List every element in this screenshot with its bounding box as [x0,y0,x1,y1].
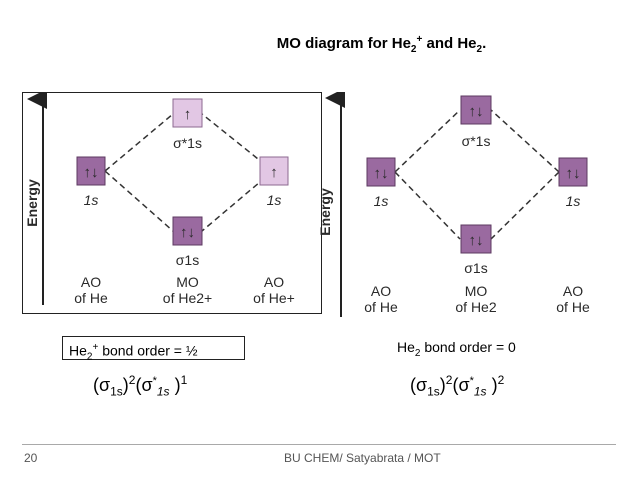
mo-bonding-box [460,224,492,254]
bond-order-he2-plus: He2+ bond order = ½ [62,336,245,362]
col-left-line1: AO [81,274,101,290]
col-mid-line1: MO [465,283,488,299]
col-left-line2: of He [364,299,398,315]
ao-right-electrons: ↑↓ [566,165,581,182]
ao-left-label: 1s [374,193,389,209]
col-mid-line2: of He2+ [163,290,212,306]
ao-right-box [259,156,289,186]
ao-right-electrons: ↑ [270,164,278,181]
col-left-line2: of He [74,290,108,306]
mo-bonding-label: σ1s [464,260,487,276]
mo-antibonding-box [172,98,203,128]
mo-diagram-he2: Energy ↑↓ 1s ↑↓ 1s ↑↓ σ*1s ↑↓ σ1s AO of … [315,88,615,322]
col-right-line1: AO [563,283,583,299]
ao-left-box [76,156,106,186]
mo-bonding-electrons: ↑↓ [469,232,484,249]
col-right-line1: AO [264,274,284,290]
col-right-line2: of He+ [253,290,295,306]
col-mid-line1: MO [176,274,199,290]
ao-left-label: 1s [84,192,99,208]
ao-right-label: 1s [566,193,581,209]
footer-text: BU CHEM/ Satyabrata / MOT [284,451,441,465]
energy-axis-label: Energy [317,188,333,236]
mo-diagram-he2-plus-svg: Energy ↑↓ 1s ↑ 1s ↑ σ*1s ↑↓ σ1s AO of He… [24,89,295,306]
mo-antibonding-electrons: ↑↓ [469,103,484,120]
bond-order-he2: He2 bond order = 0 [397,339,516,359]
col-mid-line2: of He2 [455,299,496,315]
correlation-lines [394,109,560,240]
mo-bonding-electrons: ↑↓ [180,224,195,241]
page-number: 20 [24,451,38,465]
ao-left-box [366,157,396,187]
mo-antibonding-label: σ*1s [462,133,491,149]
electron-config-he2: (σ1s)2(σ*1s )2 [410,373,505,399]
electron-config-he2-plus: (σ1s)2(σ*1s )1 [93,373,188,399]
slide-title: MO diagram for He2+ and He2. [276,34,487,55]
mo-bonding-box [172,216,203,246]
correlation-lines [104,113,274,232]
mo-bonding-label: σ1s [176,252,199,268]
energy-axis-label: Energy [24,179,40,227]
footer-divider [22,444,616,445]
ao-left-electrons: ↑↓ [374,165,389,182]
ao-left-electrons: ↑↓ [84,164,99,181]
ao-right-box [558,157,588,187]
mo-diagram-he2-plus: Energy ↑↓ 1s ↑ 1s ↑ σ*1s ↑↓ σ1s AO of He… [22,89,322,314]
col-right-line2: of He [556,299,590,315]
mo-antibonding-label: σ*1s [173,135,202,151]
col-left-line1: AO [371,283,391,299]
mo-antibonding-electrons: ↑ [184,106,192,123]
ao-right-label: 1s [267,192,282,208]
mo-antibonding-box [460,95,492,125]
mo-diagram-he2-svg: Energy ↑↓ 1s ↑↓ 1s ↑↓ σ*1s ↑↓ σ1s AO of … [317,88,590,317]
